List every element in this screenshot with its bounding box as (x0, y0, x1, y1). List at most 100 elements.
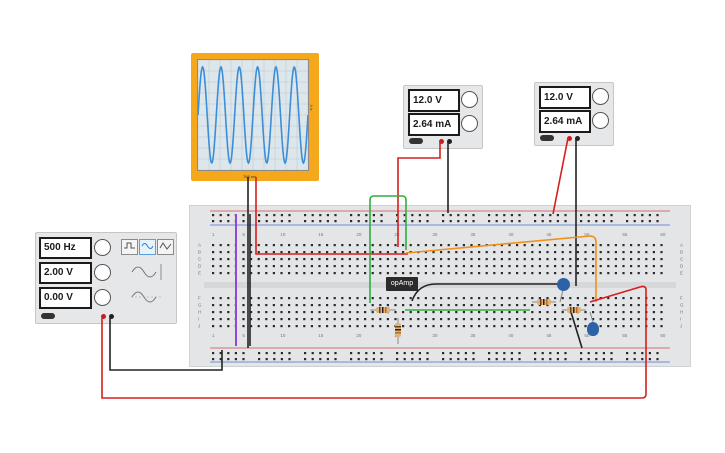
column-label: 1 (212, 333, 215, 338)
column-label: 30 (432, 232, 438, 237)
psu-right-negative-terminal[interactable] (575, 136, 580, 141)
row-label: D (198, 264, 202, 269)
opamp-chip[interactable]: opAmp (386, 277, 418, 291)
row-label: D (680, 264, 684, 269)
offset-wave-icon (131, 291, 162, 303)
row-label: C (198, 257, 202, 262)
fg-amplitude-display: 2.00 V (39, 262, 92, 284)
psu-left-negative-terminal[interactable] (447, 139, 452, 144)
psu-right-current-display: 2.64 mA (539, 110, 591, 133)
column-label: 25 (394, 232, 400, 237)
column-label: 20 (356, 232, 362, 237)
row-label: I (198, 317, 199, 322)
column-label: 45 (546, 232, 552, 237)
psu-left-current-knob[interactable] (461, 115, 478, 132)
fg-red-wire[interactable] (101, 285, 647, 399)
amplitude-wave-icon (131, 264, 162, 280)
psu-right-positive-terminal[interactable] (567, 136, 572, 141)
row-label: H (198, 310, 201, 315)
row-label: F (680, 296, 683, 301)
row-label: H (680, 310, 683, 315)
black-output-wire[interactable] (411, 283, 562, 302)
fg-offset-knob[interactable] (94, 289, 111, 306)
orange-wire[interactable] (405, 235, 597, 302)
row-label: G (198, 303, 202, 308)
breadboard[interactable]: 1155101015152020252530303535404045455050… (189, 205, 691, 367)
column-label: 55 (622, 333, 628, 338)
column-label: 45 (546, 333, 552, 338)
fg-power-switch[interactable] (41, 313, 55, 319)
column-label: 30 (432, 333, 438, 338)
column-label: 20 (356, 333, 362, 338)
breadboard-holes: 1155101015152020252530303535404045455050… (198, 210, 684, 363)
psu-left-power-switch[interactable] (409, 138, 423, 144)
green-feedback-wire[interactable] (369, 195, 407, 303)
oscilloscope-grid (197, 59, 309, 171)
row-label: B (198, 250, 201, 255)
fg-frequency-knob[interactable] (94, 239, 111, 256)
power-supply-left[interactable]: 12.0 V 2.64 mA (403, 85, 483, 149)
function-generator[interactable]: 500 Hz 2.00 V 0.00 V (35, 232, 177, 324)
scope-probe-wire[interactable] (255, 177, 408, 255)
column-label: 15 (318, 333, 324, 338)
psu-left-voltage-display: 12.0 V (408, 89, 460, 112)
capacitor-1[interactable] (557, 278, 570, 291)
fg-black-wire[interactable] (109, 318, 223, 371)
row-label: B (680, 250, 683, 255)
psu-right-voltage-knob[interactable] (592, 88, 609, 105)
resistor-4[interactable] (562, 307, 586, 313)
scope-time-label: 768 ms (243, 174, 257, 179)
oscilloscope[interactable]: 4 V 768 ms (191, 53, 319, 181)
row-label: J (680, 324, 682, 329)
psu-left-current-display: 2.64 mA (408, 113, 460, 136)
column-label: 55 (622, 232, 628, 237)
row-label: E (680, 271, 683, 276)
row-label: F (198, 296, 201, 301)
psu-left-red-wire[interactable] (397, 141, 441, 247)
resistor-3[interactable] (532, 299, 556, 305)
column-label: 35 (470, 232, 476, 237)
resistor-1[interactable] (370, 307, 396, 313)
column-label: 15 (318, 232, 324, 237)
psu-left-voltage-knob[interactable] (461, 91, 478, 108)
capacitor-2[interactable] (587, 322, 599, 336)
row-label: E (198, 271, 201, 276)
column-label: 10 (280, 333, 286, 338)
column-label: 60 (660, 333, 666, 338)
psu-right-power-switch[interactable] (540, 135, 554, 141)
psu-right-red-wire[interactable] (552, 137, 569, 215)
row-label: G (680, 303, 684, 308)
column-label: 5 (242, 232, 245, 237)
psu-left-positive-terminal[interactable] (439, 139, 444, 144)
power-supply-right[interactable]: 12.0 V 2.64 mA (534, 82, 614, 146)
fg-positive-terminal[interactable] (101, 314, 106, 319)
oscilloscope-trace (197, 65, 309, 165)
column-label: 40 (508, 333, 514, 338)
fg-frequency-display: 500 Hz (39, 237, 92, 259)
black-bottom-wire[interactable] (570, 311, 583, 349)
resistor-2[interactable] (395, 318, 401, 344)
row-label: J (198, 324, 200, 329)
fg-offset-display: 0.00 V (39, 287, 92, 309)
triangle-wave-icon[interactable] (157, 239, 174, 255)
fg-amplitude-knob[interactable] (94, 264, 111, 281)
row-label: C (680, 257, 684, 262)
column-label: 40 (508, 232, 514, 237)
row-label: A (198, 243, 201, 248)
column-label: 10 (280, 232, 286, 237)
column-label: 1 (212, 232, 215, 237)
fg-negative-terminal[interactable] (109, 314, 114, 319)
row-label: I (680, 317, 681, 322)
column-label: 50 (584, 232, 590, 237)
psu-right-voltage-display: 12.0 V (539, 86, 591, 109)
column-label: 50 (584, 333, 590, 338)
column-label: 5 (242, 333, 245, 338)
sine-wave-icon[interactable] (139, 239, 156, 255)
square-wave-icon[interactable] (121, 239, 138, 255)
column-label: 35 (470, 333, 476, 338)
oscilloscope-screen (197, 59, 309, 171)
column-label: 60 (660, 232, 666, 237)
row-label: A (680, 243, 683, 248)
psu-right-current-knob[interactable] (592, 112, 609, 129)
